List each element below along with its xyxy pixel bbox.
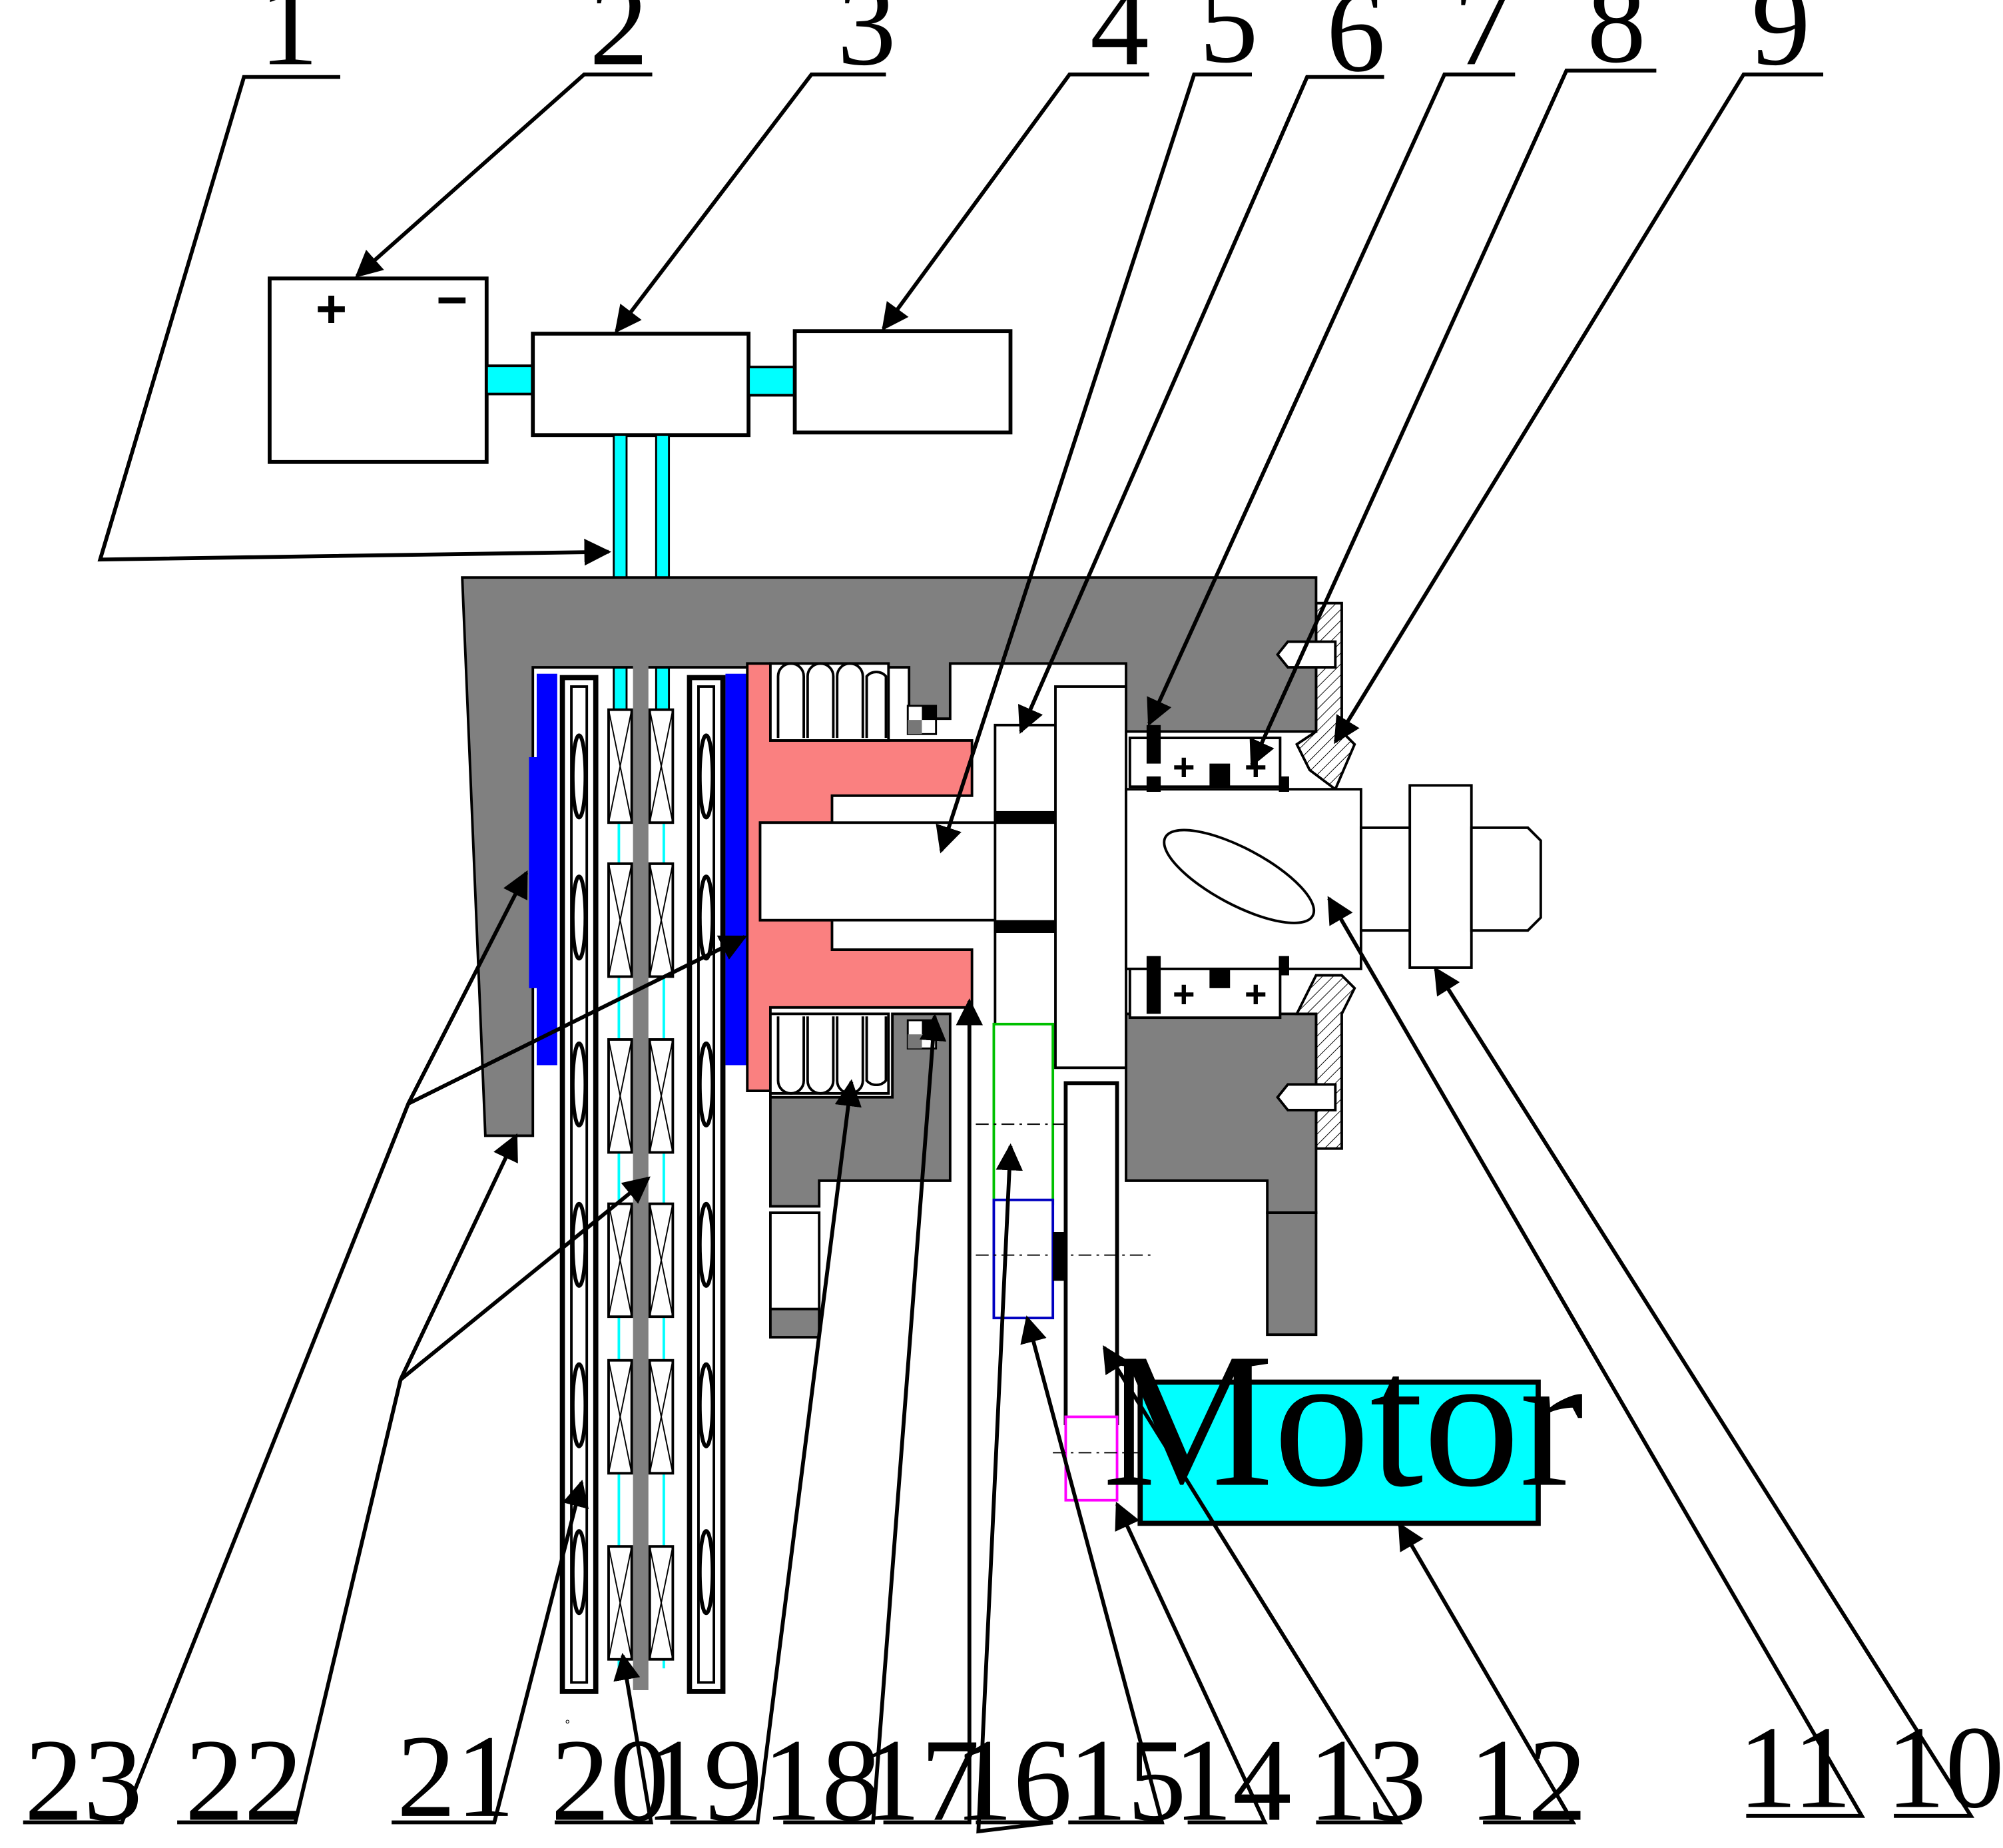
svg-text:+: + [1245,974,1267,1016]
flange-disc [1054,685,1127,1070]
svg-text:+: + [1173,974,1195,1016]
coil-winding [607,1202,633,1319]
coil-winding [648,1202,675,1319]
disc-slot [697,874,715,961]
controller-box [531,332,751,438]
label-11: 11 [1738,1702,1852,1833]
label-13: 13 [1308,1715,1426,1846]
label-17: 17 [862,1715,980,1846]
coil-winding [648,862,675,978]
battery: + − [268,270,489,464]
coil-winding [648,1359,675,1475]
coil-winding [607,862,633,978]
disc-slot [697,1041,715,1127]
brake-disc-outer-right [687,675,726,1694]
return-spring-bottom [768,1012,890,1095]
disc-slot [697,1529,715,1616]
electromagnetic-coils [607,708,675,1661]
label-7: 7 [1454,0,1513,90]
return-spring-top [768,662,890,742]
disc-slot [571,1529,588,1616]
label-9: 9 [1751,0,1811,90]
battery-minus: − [436,270,467,330]
label-2: 2 [589,0,649,90]
brake-disc-outer-left [559,675,599,1694]
label-8: 8 [1587,0,1646,87]
controller-sensor-connector [747,366,796,397]
label-10: 10 [1886,1702,2003,1833]
coil-winding [648,708,675,824]
motor-box: Motor [1102,1313,1583,1527]
disc-slot [697,1201,715,1288]
coil-winding [607,1038,633,1154]
label-16: 16 [954,1715,1072,1846]
motor-label: Motor [1102,1313,1583,1527]
disc-slot [571,874,588,961]
disc-slot [571,1041,588,1127]
cam-shaft [1125,784,1542,970]
label-12: 12 [1469,1715,1587,1846]
label-6: 6 [1326,0,1386,97]
part-numbers: 1 2 3 4 5 6 7 8 9 10 11 12 13 14 15 16 1… [25,0,2003,1846]
label-19: 19 [645,1715,762,1846]
coil-winding [648,1038,675,1154]
leader-lines [23,69,1975,1834]
label-22: 22 [185,1715,303,1846]
svg-text:+: + [1173,747,1195,789]
label-20: 20 [551,1715,669,1846]
motor-pinion [1053,1415,1141,1502]
coil-winding [607,1359,633,1475]
disc-slot [571,1362,588,1448]
label-4: 4 [1090,0,1149,90]
coil-winding [648,1545,675,1661]
label-23: 23 [25,1715,143,1846]
nut-sleeve [994,723,1058,1067]
svg-text:°: ° [565,1718,570,1732]
label-15: 15 [1068,1715,1186,1846]
label-3: 3 [837,0,896,90]
label-18: 18 [762,1715,880,1846]
disc-slots [571,733,715,1616]
coil-winding [607,1545,633,1661]
sensor-box [792,329,1013,435]
disc-slot [697,1362,715,1448]
battery-plus: + [316,279,347,339]
battery-controller-connector [485,364,535,396]
bearing-bottom: + + [1128,956,1289,1020]
label-14: 14 [1173,1715,1291,1846]
label-1: 1 [259,0,318,90]
label-5: 5 [1199,0,1259,87]
disc-slot [571,733,588,820]
label-21: 21 [397,1711,515,1842]
coil-winding [607,708,633,824]
disc-slot [571,1201,588,1288]
friction-pad-right [725,673,748,1066]
piston-seal-top [906,705,938,735]
friction-pad-left [529,673,557,1066]
disc-slot [697,733,715,820]
